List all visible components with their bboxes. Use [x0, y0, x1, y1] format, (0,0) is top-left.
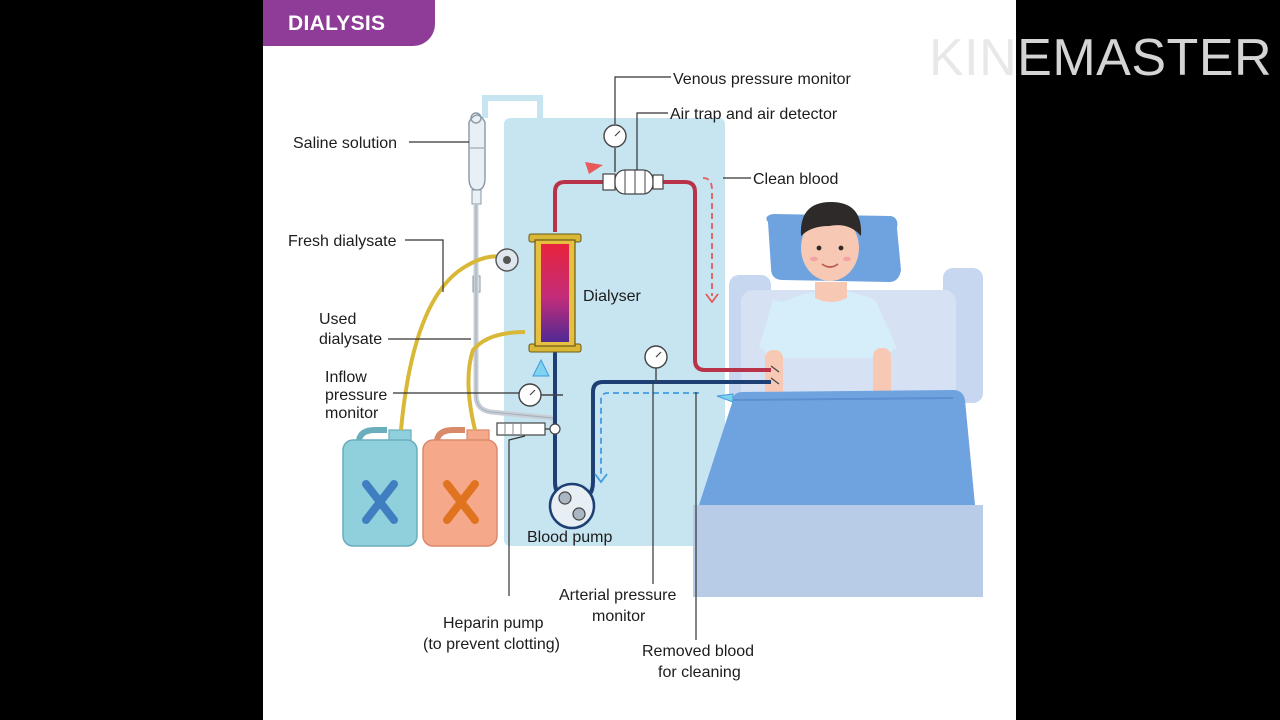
kinemaster-watermark: Made with KINEMASTER — [798, 28, 1272, 87]
fresh-dialysate-tube — [399, 254, 508, 431]
clean-blood-flow-arrow — [702, 177, 713, 296]
label-inflow-line3: monitor — [325, 405, 379, 422]
diagram-panel: Venous pressure monitor Air trap and air… — [263, 0, 1016, 720]
label-inflow-line2: pressure — [325, 387, 387, 404]
label-saline-solution: Saline solution — [293, 135, 397, 152]
heparin-pump — [496, 422, 561, 436]
upflow-marker — [532, 358, 550, 377]
venous-pressure-gauge — [603, 124, 627, 172]
label-air-trap: Air trap and air detector — [670, 106, 838, 123]
dialyser — [528, 233, 582, 353]
removed-blood-flow-arrow — [600, 392, 699, 476]
label-venous-pressure-monitor: Venous pressure monitor — [673, 71, 852, 88]
label-removed-line2: for cleaning — [658, 664, 741, 681]
label-fresh-dialysate: Fresh dialysate — [288, 233, 397, 250]
clean-blood-line — [553, 180, 771, 372]
blanket — [699, 390, 975, 505]
air-trap — [602, 169, 664, 195]
label-used-dialysate-line1: Used — [319, 311, 356, 328]
used-dialysate-jug — [422, 427, 498, 547]
label-heparin-line1: Heparin pump — [443, 615, 544, 632]
label-heparin-line2: (to prevent clotting) — [423, 636, 560, 653]
dialysis-machine — [482, 95, 725, 546]
label-clean-blood: Clean blood — [753, 171, 838, 188]
blood-pump — [548, 482, 596, 530]
label-used-dialysate-line2: dialysate — [319, 331, 382, 348]
section-title: DIALYSIS — [263, 0, 435, 46]
arterial-pressure-gauge — [644, 345, 668, 382]
inflow-pressure-gauge — [518, 383, 563, 407]
label-blood-pump: Blood pump — [527, 529, 612, 546]
watermark-prefix: Made with — [798, 50, 910, 77]
label-arterial-line1: Arterial pressure — [559, 587, 676, 604]
label-dialyser: Dialyser — [583, 288, 641, 305]
patient — [759, 202, 901, 431]
fresh-dialysate-jug — [342, 427, 418, 547]
used-dialysate-tube — [466, 330, 526, 431]
saline-bag — [468, 112, 486, 293]
label-inflow-line1: Inflow — [325, 369, 367, 386]
clean-blood-direction-marker — [585, 162, 603, 174]
removed-blood-direction-marker — [716, 393, 734, 403]
arm-access-points — [770, 365, 780, 385]
leader-lines — [388, 76, 751, 640]
watermark-brand: KINEMASTER — [929, 29, 1273, 87]
label-removed-line1: Removed blood — [642, 643, 754, 660]
dialysis-diagram: Venous pressure monitor Air trap and air… — [288, 71, 983, 681]
label-arterial-line2: monitor — [592, 608, 646, 625]
